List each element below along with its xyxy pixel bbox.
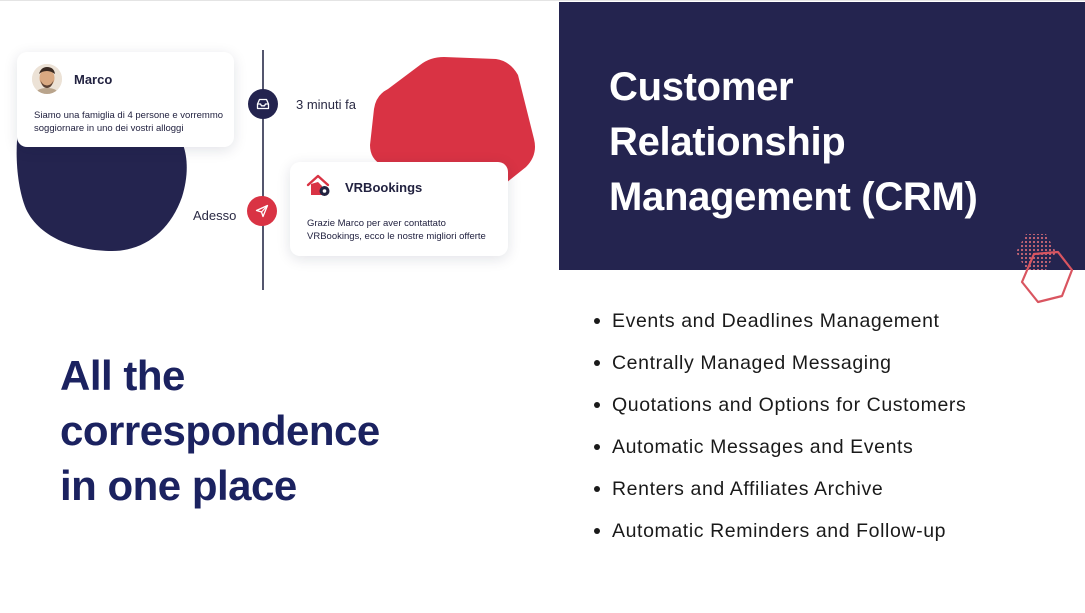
inbox-icon — [256, 98, 270, 110]
timeline-line — [262, 50, 264, 290]
inbox-bubble — [248, 89, 278, 119]
feature-item: Renters and Affiliates Archive — [594, 468, 966, 510]
house-gear-icon — [306, 174, 330, 196]
feature-list: Events and Deadlines Management Centrall… — [594, 300, 966, 552]
headline: All the correspondence in one place — [60, 352, 380, 509]
customer-message: Siamo una famiglia di 4 persone e vorrem… — [34, 110, 224, 134]
reply-message-time: Adesso — [193, 208, 237, 223]
customer-message-card: Marco Siamo una famiglia di 4 persone e … — [17, 52, 234, 147]
customer-message-time: 3 minuti fa — [296, 97, 356, 112]
send-bubble — [247, 196, 277, 226]
avatar — [32, 64, 62, 94]
crm-title-panel: Customer Relationship Management (CRM) — [559, 2, 1085, 270]
top-border — [0, 0, 1085, 1]
send-icon — [255, 204, 269, 218]
reply-message-card: VRBookings Grazie Marco per aver contatt… — [290, 162, 508, 256]
feature-item: Automatic Messages and Events — [594, 426, 966, 468]
reply-sender-name: VRBookings — [345, 180, 423, 195]
feature-item: Centrally Managed Messaging — [594, 342, 966, 384]
panel-title: Customer Relationship Management (CRM) — [609, 65, 978, 219]
feature-item: Quotations and Options for Customers — [594, 384, 966, 426]
feature-item: Automatic Reminders and Follow-up — [594, 510, 966, 552]
feature-item: Events and Deadlines Management — [594, 300, 966, 342]
reply-message: Grazie Marco per aver contattato VRBooki… — [307, 218, 486, 242]
hexagon-decoration — [1016, 234, 1074, 304]
customer-name: Marco — [74, 72, 113, 87]
